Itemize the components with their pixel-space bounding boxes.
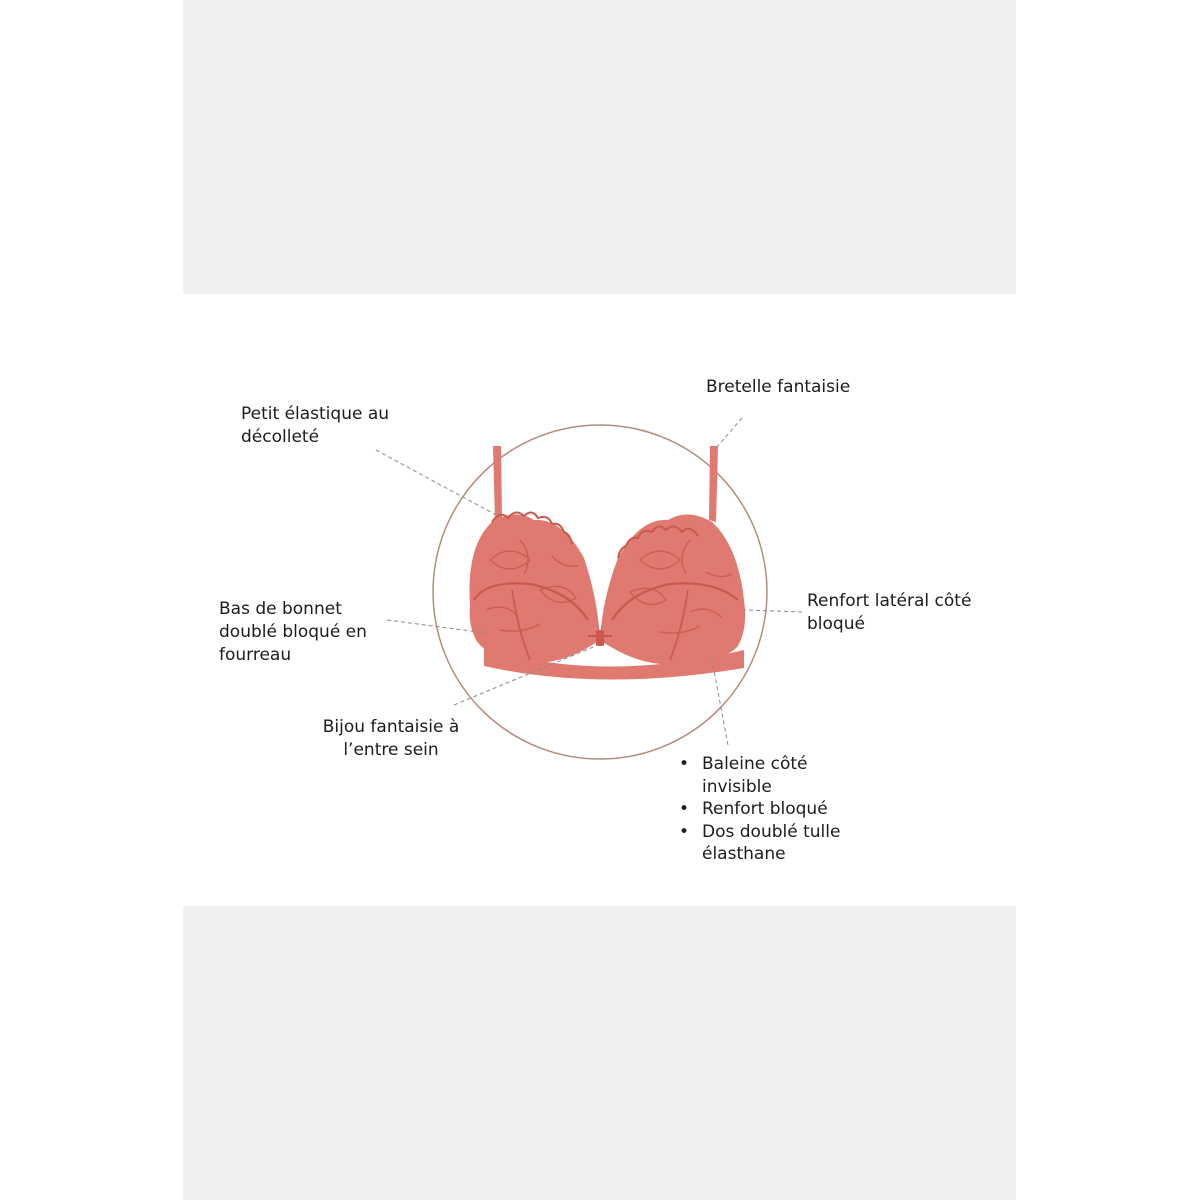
- feature-bullet-list: Baleine côté invisible Renfort bloqué Do…: [676, 753, 866, 866]
- left-cup-seam: [511, 589, 531, 661]
- right-cup-scallop: [617, 525, 699, 559]
- left-cup-scallop: [491, 511, 573, 545]
- left-cup: [469, 514, 600, 664]
- right-cup-seam: [669, 589, 689, 661]
- frame-circle: [432, 424, 768, 760]
- label-bas-bonnet: Bas de bonnet doublé bloqué en fourreau: [219, 599, 367, 665]
- left-strap: [493, 446, 502, 522]
- lace-pattern: [485, 539, 733, 634]
- right-strap: [709, 446, 718, 522]
- callout-bas-bonnet: Bas de bonnet doublé bloqué en fourreau: [219, 598, 397, 667]
- right-cup: [600, 514, 746, 665]
- feature-bullet-dos: Dos doublé tulle élasthane: [676, 821, 866, 866]
- leader-line-baleine: [711, 659, 729, 746]
- center-jewel: [596, 630, 604, 646]
- label-elastique: Petit élastique au décolleté: [241, 404, 390, 447]
- callout-renfort-lateral: Renfort latéral côté bloqué: [807, 590, 999, 636]
- feature-bullet-baleine: Baleine côté invisible: [676, 753, 866, 798]
- callout-bijou: Bijou fantaisie à l’entre sein: [300, 716, 482, 762]
- feature-bullet-renfort: Renfort bloqué: [676, 798, 866, 821]
- label-bretelle: Bretelle fantaisie: [706, 377, 851, 397]
- left-underwire-seam: [473, 582, 589, 621]
- callout-bretelle: Bretelle fantaisie: [706, 376, 906, 399]
- label-renfort-lateral: Renfort latéral côté bloqué: [807, 591, 972, 634]
- underband: [484, 648, 744, 680]
- leader-line-bas-bonnet: [386, 619, 487, 634]
- leader-lines: [375, 417, 803, 746]
- right-underwire-seam: [611, 582, 739, 621]
- bottom-gray-band: [183, 906, 1016, 1200]
- callout-elastique: Petit élastique au décolleté: [241, 403, 416, 449]
- label-bijou: Bijou fantaisie à l’entre sein: [322, 717, 460, 760]
- leader-line-bijou: [453, 644, 599, 706]
- leader-line-bretelle: [715, 417, 743, 449]
- leader-line-elastique: [375, 449, 499, 517]
- top-gray-band: [183, 0, 1016, 294]
- leader-line-renfort-lateral: [743, 609, 803, 613]
